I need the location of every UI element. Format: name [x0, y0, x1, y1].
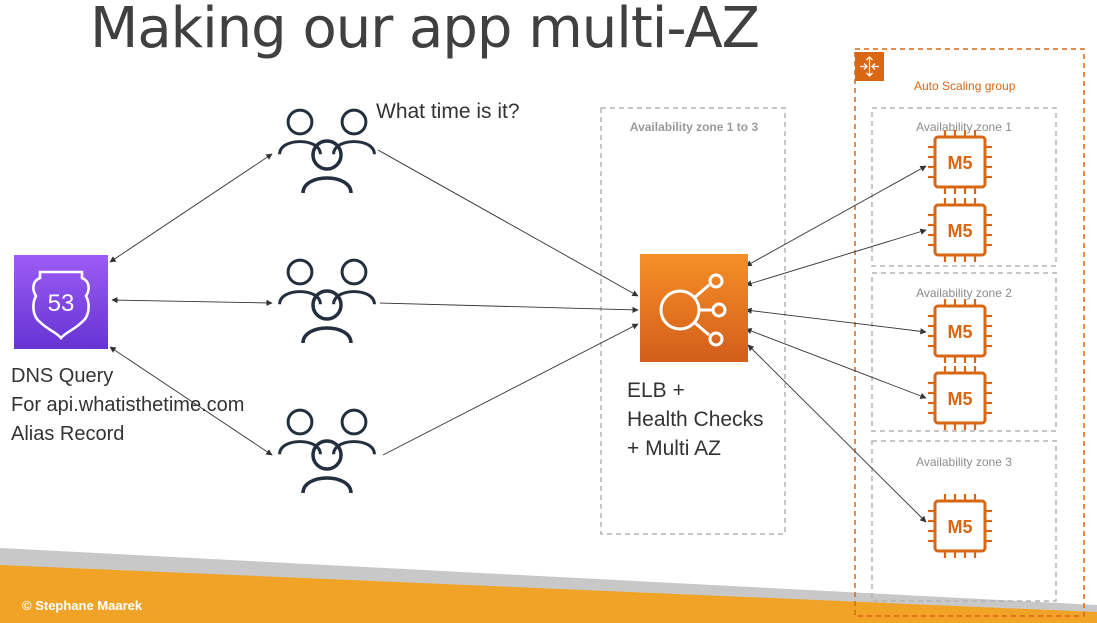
zone-label-1: Availability zone 1 — [916, 120, 1012, 134]
zone-label-all: Availability zone 1 to 3 — [629, 120, 759, 134]
elb-caption-line: Health Checks — [627, 408, 764, 431]
dns-caption: DNS Query For api.whatisthetime.com Alia… — [11, 362, 244, 449]
dns-caption-line: Alias Record — [11, 423, 125, 445]
instance-label: M5 — [947, 322, 972, 342]
ec2-m5-chip-icon: M5 — [926, 297, 994, 365]
route53-badge-text: 53 — [48, 290, 75, 317]
zone-label-3: Availability zone 3 — [916, 455, 1012, 469]
users-group-icon — [278, 108, 376, 195]
copyright: © Stephane Maarek — [22, 598, 143, 613]
elastic-load-balancer-icon — [640, 254, 748, 362]
arrows-users-elb — [377, 149, 639, 456]
ec2-m5-chip-icon: M5 — [926, 492, 994, 560]
footer-orange-band — [0, 565, 1097, 623]
ec2-m5-chip-icon: M5 — [926, 128, 994, 196]
instance-label: M5 — [947, 221, 972, 241]
question-text: What time is it? — [376, 100, 520, 123]
users-group-icon — [278, 408, 376, 495]
route53-icon: 53 — [14, 255, 108, 349]
elb-caption: ELB + Health Checks + Multi AZ — [627, 376, 764, 463]
instance-label: M5 — [947, 153, 972, 173]
slide-title: Making our app multi-AZ — [90, 0, 760, 61]
ec2-m5-chip-icon: M5 — [926, 364, 994, 432]
instance-label: M5 — [947, 389, 972, 409]
ec2-m5-chip-icon: M5 — [926, 196, 994, 264]
arrows-elb-instances — [745, 165, 927, 523]
arrows-dns-users — [109, 153, 273, 456]
dns-caption-line: For api.whatisthetime.com — [11, 394, 245, 416]
instance-label: M5 — [947, 517, 972, 537]
dns-caption-line: DNS Query — [11, 365, 114, 387]
users-group-icon — [278, 258, 376, 345]
asg-label: Auto Scaling group — [914, 79, 1016, 93]
zone-label-2: Availability zone 2 — [916, 286, 1012, 300]
elb-caption-line: ELB + — [627, 379, 685, 402]
elb-caption-line: + Multi AZ — [627, 437, 721, 460]
auto-scaling-icon — [855, 52, 884, 81]
